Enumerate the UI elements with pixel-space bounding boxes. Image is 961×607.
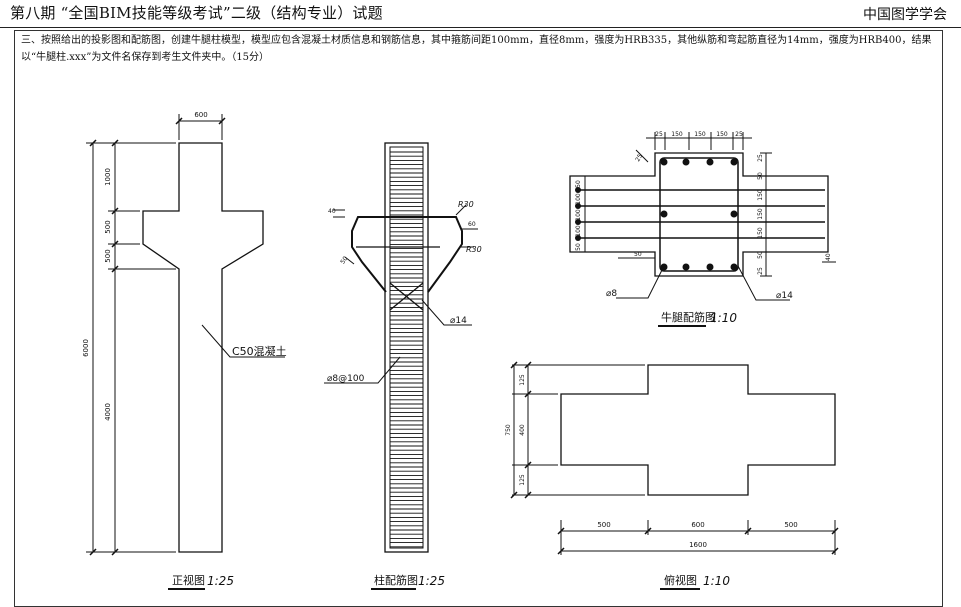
corbel-right-40: 40 (825, 253, 832, 261)
front-view: 600 1000 500 500 4000 6000 C50混凝土 正视图 1:… (82, 111, 287, 590)
top-left-125b: 125 (519, 474, 526, 486)
corbel-left-100a: 100 (575, 193, 582, 205)
top-bottom-600: 600 (691, 521, 704, 529)
corbel-top-25a: 25 (655, 131, 663, 138)
corbel-label-bar: ⌀14 (776, 291, 793, 301)
front-view-scale: 1:25 (207, 574, 234, 588)
material-label: C50混凝土 (232, 344, 287, 358)
top-view-outline (560, 364, 836, 496)
corbel-section: 25 150 150 150 25 25 50 100 100 100 50 2… (569, 131, 836, 327)
question-text: 三、按照给出的投影图和配筋图，创建牛腿柱模型，模型应包含混凝土材质信息和钢筋信息… (21, 35, 932, 63)
corbel-right-150c: 150 (757, 227, 764, 239)
corbel-top-150c: 150 (716, 131, 728, 138)
corbel-left-100b: 100 (575, 209, 582, 221)
front-dim-500b: 500 (104, 249, 112, 262)
corbel-section-scale: 1:10 (710, 311, 737, 325)
rebar-column-outline (384, 142, 429, 553)
organization-name: 中国图学学会 (863, 7, 947, 23)
rebar-view: 40 R30 60 R30 50 ⌀14 ⌀8@100 柱配筋图 1:25 (324, 142, 482, 590)
front-dim-6000: 6000 (82, 339, 90, 357)
corbel-bottom-50: 50 (634, 251, 642, 258)
front-dim-top: 600 (194, 111, 207, 119)
rebar-view-title: 柱配筋图 (374, 573, 418, 587)
corbel-top-150a: 150 (671, 131, 683, 138)
top-bottom-500a: 500 (597, 521, 610, 529)
corbel-top-25b: 25 (735, 131, 743, 138)
top-bottom-500b: 500 (784, 521, 797, 529)
top-view: 125 400 125 750 500 600 500 1600 俯视图 1:1… (505, 361, 839, 590)
front-column-outline (142, 142, 264, 553)
corbel-right-50b: 50 (757, 251, 764, 259)
top-view-scale: 1:10 (703, 574, 730, 588)
top-left-125a: 125 (519, 374, 526, 386)
corbel-right-50a: 50 (757, 172, 764, 180)
corbel-top-150b: 150 (694, 131, 706, 138)
top-left-750: 750 (505, 424, 512, 436)
header-divider (0, 27, 961, 28)
corbel-left-50a: 50 (575, 180, 582, 188)
corbel-section-outline (569, 152, 829, 277)
corbel-right-25a: 25 (757, 154, 764, 162)
exam-title: 第八期 “全国BIM技能等级考试”二级（结构专业）试题 (10, 4, 383, 22)
corbel-bent-bar (351, 216, 463, 293)
corbel-right-25b: 25 (757, 267, 764, 275)
front-view-title: 正视图 (172, 573, 205, 587)
rebar-dim-60: 60 (468, 221, 476, 228)
corbel-right-150b: 150 (757, 208, 764, 220)
front-dim-4000: 4000 (104, 403, 112, 421)
rebar-dim-40: 40 (328, 208, 336, 215)
corbel-label-stirrup: ⌀8 (606, 289, 617, 299)
rebar-r30-top: R30 (458, 200, 474, 209)
top-view-title: 俯视图 (664, 573, 697, 587)
rebar-view-scale: 1:25 (418, 574, 445, 588)
corbel-right-150a: 150 (757, 189, 764, 201)
corbel-section-title: 牛腿配筋图 (661, 310, 716, 324)
rebar-r30-bottom: R30 (466, 245, 482, 254)
top-left-400: 400 (519, 424, 526, 436)
corbel-left-50b: 50 (575, 243, 582, 251)
rebar-dim-50: 50 (339, 255, 349, 265)
rebar-label-stirrup: ⌀8@100 (327, 374, 365, 384)
front-dim-1000: 1000 (104, 168, 112, 186)
corbel-left-100c: 100 (575, 225, 582, 237)
rebar-label-bar: ⌀14 (450, 316, 467, 326)
corbel-bar-dots (575, 158, 738, 271)
corbel-left-top-25: 25 (634, 153, 644, 163)
stirrup-lines (390, 151, 423, 548)
front-dim-500a: 500 (104, 220, 112, 233)
top-bottom-1600: 1600 (689, 541, 707, 549)
